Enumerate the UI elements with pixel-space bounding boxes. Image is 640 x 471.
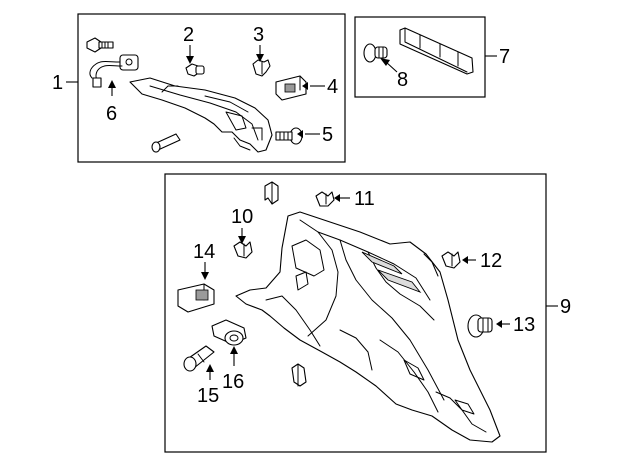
part-16-grommet (211, 319, 247, 346)
callout-16: 16 (222, 371, 244, 393)
callout-9: 9 (560, 296, 571, 318)
part-13-screw (467, 314, 493, 338)
group-box-9 (164, 173, 547, 453)
callout-11: 11 (354, 188, 375, 210)
callout-2: 2 (183, 24, 194, 46)
part-14-block (177, 283, 215, 313)
callout-14: 14 (193, 241, 215, 263)
part-2-bolt (185, 63, 205, 77)
part-15-plug (183, 345, 215, 372)
part-pin (151, 133, 181, 153)
part-bracket-clip (264, 181, 279, 205)
part-1-upper-trim (129, 77, 273, 153)
callout-13: 13 (513, 314, 535, 336)
part-5-screw (275, 127, 303, 145)
callout-6: 6 (106, 103, 117, 125)
part-12-clip (441, 251, 461, 269)
part-7-trim-strip (399, 27, 474, 75)
part-lower-clip (291, 363, 307, 387)
callout-3: 3 (253, 24, 264, 46)
part-8-push-pin (363, 43, 388, 63)
part-9-quarter-trim-panel (235, 211, 501, 443)
callout-12: 12 (480, 250, 502, 272)
callout-10: 10 (231, 206, 253, 228)
callout-5: 5 (322, 124, 333, 146)
callout-4: 4 (327, 76, 338, 98)
part-6-harness (86, 37, 139, 88)
callout-1: 1 (52, 72, 63, 94)
callout-8: 8 (397, 69, 408, 91)
group-box-1 (77, 13, 346, 163)
callout-7: 7 (499, 46, 510, 68)
callout-15: 15 (197, 385, 219, 407)
part-3-clip (252, 59, 271, 77)
part-4-retainer (275, 75, 307, 101)
part-10-clip (233, 241, 253, 259)
group-box-7 (354, 16, 486, 98)
part-11-clip (315, 191, 335, 207)
